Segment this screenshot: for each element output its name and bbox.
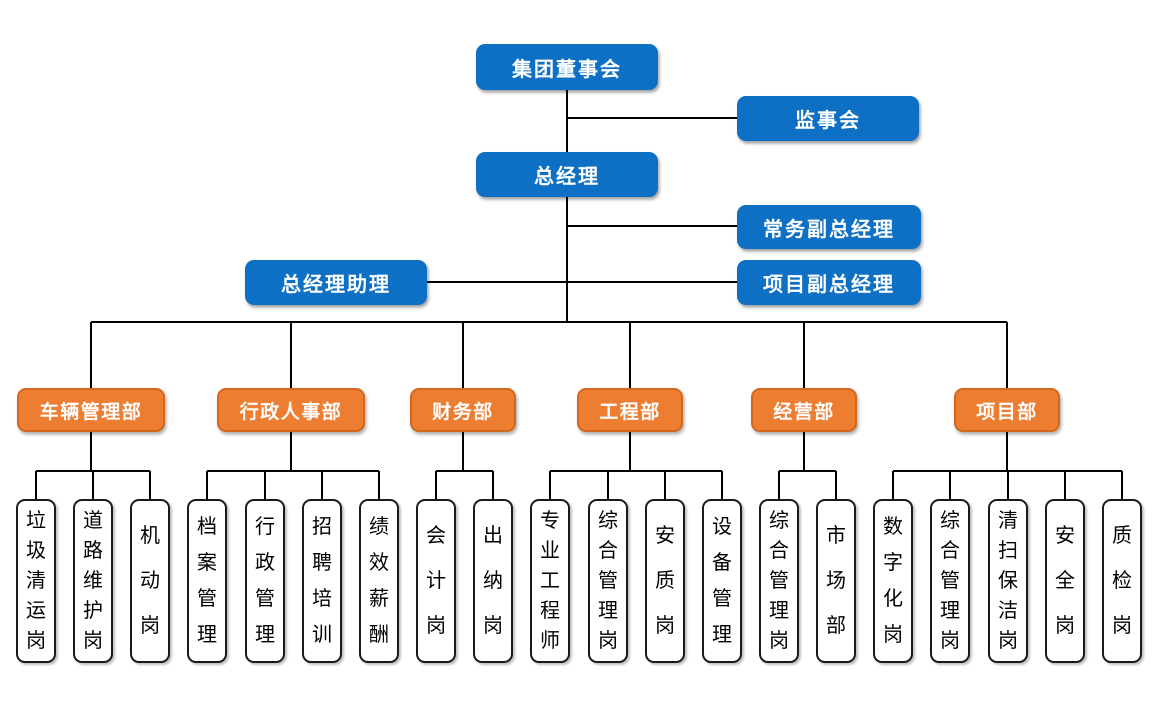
position-node: 行政管理 — [245, 499, 285, 663]
position-node: 设备管理 — [702, 499, 742, 663]
dept-label: 工程部 — [599, 401, 661, 423]
dept-label: 财务部 — [432, 401, 494, 423]
node-label: 集团董事会 — [512, 58, 622, 81]
node-gm-assistant: 总经理助理 — [245, 260, 427, 305]
dept-label: 项目部 — [976, 401, 1038, 423]
node-label: 常务副总经理 — [763, 218, 895, 241]
dept-label: 行政人事部 — [239, 401, 343, 423]
position-node: 安质岗 — [645, 499, 685, 663]
dept-finance: 财务部 — [410, 388, 516, 432]
dept-label: 车辆管理部 — [39, 401, 143, 423]
node-project-deputy-gm: 项目副总经理 — [737, 260, 921, 305]
position-node: 招聘培训 — [302, 499, 342, 663]
node-group-board: 集团董事会 — [476, 44, 658, 90]
node-label: 监事会 — [795, 110, 861, 132]
executive-connectors — [427, 90, 737, 322]
dept-operations: 经营部 — [751, 388, 857, 432]
position-node: 质检岗 — [1102, 499, 1142, 663]
position-node: 数字化岗 — [873, 499, 913, 663]
position-node: 安全岗 — [1045, 499, 1085, 663]
node-executive-deputy-gm: 常务副总经理 — [737, 205, 921, 249]
position-node: 机动岗 — [130, 499, 170, 663]
position-node: 综合管理岗 — [588, 499, 628, 663]
position-node: 专业工程师 — [530, 499, 570, 663]
position-distribution-connectors — [35, 432, 1123, 499]
position-node: 垃圾清运岗 — [16, 499, 56, 663]
department-distribution-connectors — [90, 321, 1008, 388]
node-supervisory-board: 监事会 — [737, 96, 919, 141]
position-node: 绩效薪酬 — [359, 499, 399, 663]
dept-label: 经营部 — [773, 401, 835, 423]
node-general-manager: 总经理 — [476, 152, 658, 197]
position-node: 出纳岗 — [473, 499, 513, 663]
position-node: 综合管理岗 — [759, 499, 799, 663]
position-node: 档案管理 — [187, 499, 227, 663]
dept-project: 项目部 — [954, 388, 1060, 432]
position-node: 清扫保洁岗 — [988, 499, 1028, 663]
node-label: 项目副总经理 — [763, 274, 895, 296]
position-node: 道路维护岗 — [73, 499, 113, 663]
dept-engineering: 工程部 — [577, 388, 683, 432]
position-node: 市场部 — [816, 499, 856, 663]
position-node: 综合管理岗 — [930, 499, 970, 663]
node-label: 总经理 — [534, 166, 600, 188]
dept-admin-hr: 行政人事部 — [217, 388, 365, 432]
dept-vehicle-management: 车辆管理部 — [17, 388, 165, 432]
position-node: 会计岗 — [416, 499, 456, 663]
node-label: 总经理助理 — [281, 274, 391, 296]
